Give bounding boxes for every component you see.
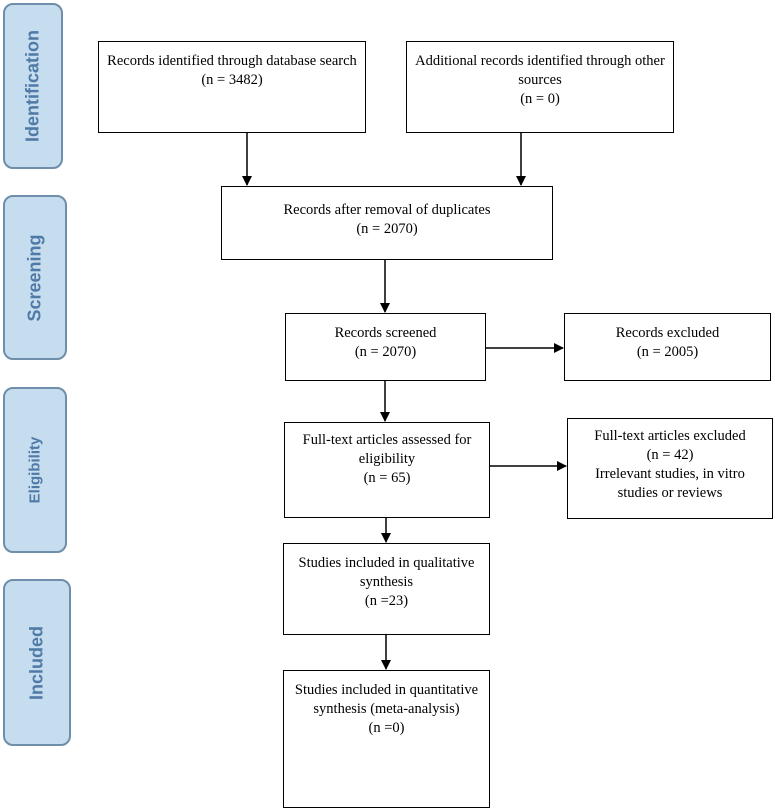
stage-screening: Screening [3,195,67,360]
fulltext-excluded-label: Full-text articles excluded [594,428,746,444]
database-search-count: (n = 3482) [201,72,263,88]
stage-eligibility: Eligibility [3,387,67,553]
records-screened-count: (n = 2070) [354,344,417,360]
fulltext-excluded-count: (n = 42) [646,447,694,463]
box-fulltext-excluded: Full-text articles excluded (n = 42) Irr… [567,418,773,519]
qualitative-count: (n =23) [364,593,409,609]
box-records-excluded: Records excluded (n = 2005) [564,313,771,381]
records-excluded-count: (n = 2005) [636,344,699,360]
quantitative-label: Studies included in quantitative synthes… [294,682,479,717]
fulltext-excluded-reason: Irrelevant studies, in vitro studies or … [595,466,745,501]
after-duplicates-count: (n = 2070) [356,221,418,237]
records-excluded-label: Records excluded [615,325,720,341]
records-screened-label: Records screened [334,325,437,341]
box-records-screened: Records screened (n = 2070) [285,313,486,381]
box-quantitative-synthesis: Studies included in quantitative synthes… [283,670,490,808]
fulltext-assessed-count: (n = 65) [363,470,411,486]
fulltext-assessed-label: Full-text articles assessed for eligibil… [302,432,472,467]
stage-identification: Identification [3,3,63,169]
other-sources-count: (n = 0) [520,91,560,107]
box-after-duplicates: Records after removal of duplicates (n =… [221,186,553,260]
box-qualitative-synthesis: Studies included in qualitative synthesi… [283,543,490,635]
stage-included: Included [3,579,71,746]
box-fulltext-assessed: Full-text articles assessed for eligibil… [284,422,490,518]
after-duplicates-label: Records after removal of duplicates [283,202,491,218]
other-sources-label: Additional records identified through ot… [415,53,665,88]
qualitative-label: Studies included in qualitative synthesi… [298,555,475,590]
quantitative-count: (n =0) [368,720,405,736]
database-search-label: Records identified through database sear… [107,53,357,69]
box-database-search: Records identified through database sear… [98,41,366,133]
box-other-sources: Additional records identified through ot… [406,41,674,133]
